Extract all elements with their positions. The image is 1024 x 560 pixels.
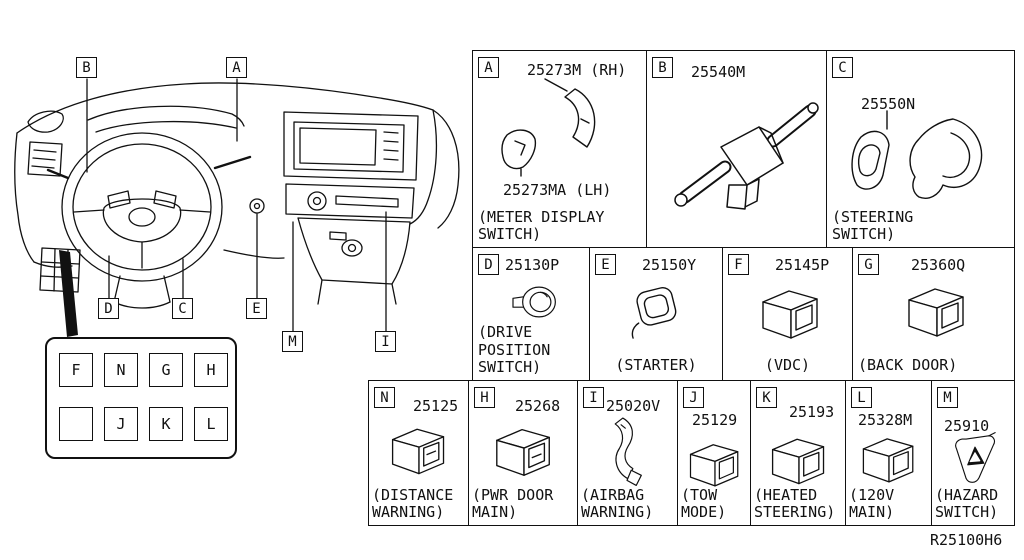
cell-letter-k: K — [756, 387, 777, 408]
part-number-25129: 25129 — [692, 411, 738, 429]
callout-m: M — [282, 331, 303, 352]
grid-letter-k: K — [149, 407, 183, 441]
drawing-code: R25100H6 — [930, 531, 1003, 549]
cell-letter-a: A — [478, 57, 499, 78]
grid-letter-f: F — [59, 353, 93, 387]
drive-position-switch-illustration — [512, 286, 556, 318]
part-cell-d: D 25130P (DRIVE POSITION SWITCH) — [472, 247, 590, 381]
heated-steering-switch-illustration — [771, 438, 825, 485]
part-caption-d: (DRIVE POSITION SWITCH) — [478, 322, 551, 377]
cell-letter-e: E — [595, 254, 616, 275]
grid-letter-g: G — [149, 353, 183, 387]
part-caption-j: (TOW MODE) — [681, 485, 727, 522]
cell-letter-c: C — [832, 57, 853, 78]
switch-position-grid: F N G H J K L — [45, 337, 237, 459]
callout-b: B — [76, 57, 97, 78]
part-number-25130p: 25130P — [505, 256, 560, 274]
callout-a: A — [226, 57, 247, 78]
part-number-25540m: 25540M — [691, 63, 746, 81]
part-cell-n: N 25125 (DISTANCE WARNING) — [368, 380, 469, 526]
part-number-25360q: 25360Q — [911, 256, 966, 274]
dashboard-illustration — [14, 78, 460, 337]
part-caption-f: (VDC) — [764, 356, 811, 375]
hazard-switch-illustration — [955, 432, 996, 483]
part-caption-l: (120V MAIN) — [849, 485, 895, 522]
part-number-25273m: 25273M (RH) — [527, 61, 627, 79]
part-caption-e: (STARTER) — [615, 356, 697, 375]
part-cell-f: F 25145P (VDC) — [722, 247, 853, 381]
callout-e: E — [246, 298, 267, 319]
grid-letter-blank — [59, 407, 93, 441]
combination-switch-illustration — [674, 102, 819, 210]
cell-letter-f: F — [728, 254, 749, 275]
cell-letter-n: N — [374, 387, 395, 408]
part-cell-e: E 25150Y (STARTER) — [589, 247, 723, 381]
part-cell-h: H 25268 (PWR DOOR MAIN) — [468, 380, 578, 526]
vdc-switch-illustration — [762, 290, 818, 339]
cell-letter-b: B — [652, 57, 673, 78]
part-number-25125: 25125 — [413, 397, 459, 415]
cell-letter-m: M — [937, 387, 958, 408]
part-cell-c: C 25550N (STEERING SWITCH) — [826, 50, 1015, 248]
part-cell-g: G 25360Q (BACK DOOR) — [852, 247, 1015, 381]
part-caption-m: (HAZARD SWITCH) — [935, 485, 999, 522]
part-cell-i: I 25020V (AIRBAG WARNING) — [577, 380, 678, 526]
part-cell-a: A 25273M (RH) 25273MA (LH) (METER DISPLA… — [472, 50, 648, 248]
part-number-25328m: 25328M — [858, 411, 913, 429]
part-caption-g: (BACK DOOR) — [858, 356, 958, 375]
airbag-warning-bracket-illustration — [614, 417, 642, 487]
distance-warning-switch-illustration — [391, 428, 445, 475]
part-caption-c: (STEERING SWITCH) — [832, 207, 914, 244]
part-cell-k: K 25193 (HEATED STEERING) — [750, 380, 846, 526]
part-caption-i: (AIRBAG WARNING) — [581, 485, 654, 522]
power-door-main-switch-illustration — [496, 428, 550, 476]
grid-letter-j: J — [104, 407, 138, 441]
cell-letter-g: G — [858, 254, 879, 275]
part-number-25150y: 25150Y — [642, 256, 697, 274]
part-cell-b: B 25540M — [646, 50, 828, 248]
starter-switch-illustration — [631, 287, 677, 339]
part-caption-n: (DISTANCE WARNING) — [372, 485, 454, 522]
part-number-25550n: 25550N — [861, 95, 916, 113]
part-number-25273ma: 25273MA (LH) — [503, 181, 612, 199]
callout-c: C — [172, 298, 193, 319]
part-number-25193: 25193 — [789, 403, 835, 421]
part-number-25268: 25268 — [515, 397, 561, 415]
callout-d: D — [98, 298, 119, 319]
grid-letter-h: H — [194, 353, 228, 387]
part-caption-a: (METER DISPLAY SWITCH) — [478, 207, 605, 244]
part-caption-k: (HEATED STEERING) — [754, 485, 836, 522]
meter-display-switch-illustration — [501, 78, 596, 177]
part-cell-j: J 25129 (TOW MODE) — [677, 380, 751, 526]
cell-letter-l: L — [851, 387, 872, 408]
grid-letter-n: N — [104, 353, 138, 387]
grid-letter-l: L — [194, 407, 228, 441]
cell-letter-d: D — [478, 254, 499, 275]
part-number-25020v: 25020V — [606, 397, 661, 415]
part-cell-m: M 25910 (HAZARD SWITCH) — [931, 380, 1015, 526]
cell-letter-h: H — [474, 387, 495, 408]
back-door-switch-illustration — [908, 288, 964, 337]
part-cell-l: L 25328M (120V MAIN) — [845, 380, 932, 526]
callout-i: I — [375, 331, 396, 352]
120v-main-switch-illustration — [862, 438, 914, 483]
cell-letter-i: I — [583, 387, 604, 408]
cell-letter-j: J — [683, 387, 704, 408]
steering-switch-illustration — [851, 110, 983, 199]
part-number-25910: 25910 — [944, 417, 990, 435]
tow-mode-switch-illustration — [689, 444, 739, 487]
part-number-25145p: 25145P — [775, 256, 830, 274]
part-caption-h: (PWR DOOR MAIN) — [472, 485, 554, 522]
